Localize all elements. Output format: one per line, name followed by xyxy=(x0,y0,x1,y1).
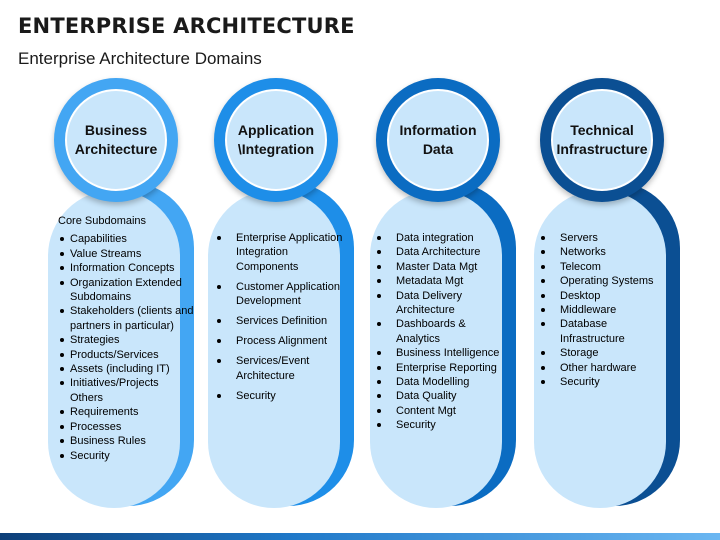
domain-header-ring: Application \Integration xyxy=(214,78,338,202)
subdomain-item: Database Infrastructure xyxy=(538,317,674,346)
core-subdomains-label: Core Subdomains xyxy=(58,215,147,227)
subdomain-item: Servers xyxy=(538,231,674,245)
domain-pill xyxy=(48,190,180,508)
subdomain-item: Data Architecture xyxy=(374,245,510,259)
subdomain-item: Requirements xyxy=(58,405,194,419)
domain-heading-line2: Data xyxy=(422,141,454,157)
subdomain-item: Enterprise Reporting xyxy=(374,361,510,375)
domain-heading-line2: Infrastructure xyxy=(556,141,648,157)
domain-pill xyxy=(208,190,340,508)
domain-heading-line1: Information xyxy=(399,122,477,138)
subdomain-item: Metadata Mgt xyxy=(374,274,510,288)
subdomain-item: Data Delivery Architecture xyxy=(374,289,510,318)
domain-technical-infrastructure: Technical Infrastructure Servers Network… xyxy=(534,78,680,510)
domain-header: Application \Integration xyxy=(225,89,327,191)
domain-pill xyxy=(370,190,502,508)
subdomain-item: Strategies xyxy=(58,333,194,347)
subdomain-item: Networks xyxy=(538,245,674,259)
subdomain-item: Security xyxy=(58,449,194,463)
subdomain-item: Process Alignment xyxy=(214,334,350,348)
subdomain-item: Value Streams xyxy=(58,247,194,261)
domain-heading-line1: Technical xyxy=(570,122,634,138)
domain-pill xyxy=(534,190,666,508)
domain-header-ring: Information Data xyxy=(376,78,500,202)
subdomain-item: Business Intelligence xyxy=(374,346,510,360)
subdomain-item: Desktop xyxy=(538,289,674,303)
subdomain-item: Data integration xyxy=(374,231,510,245)
domain-heading-line1: Application xyxy=(237,122,315,138)
subdomain-item: Information Concepts xyxy=(58,261,194,275)
subdomain-item: Customer Application Development xyxy=(214,280,350,309)
domain-business-architecture: Business Architecture Core Subdomains Ca… xyxy=(48,78,194,510)
subdomain-item: Other hardware xyxy=(538,361,674,375)
subdomain-item: Products/Services xyxy=(58,348,194,362)
subdomain-item: Data Quality xyxy=(374,389,510,403)
subdomain-item: Stakeholders (clients and partners in pa… xyxy=(58,304,194,333)
subdomain-item: Security xyxy=(538,375,674,389)
subdomain-item: Storage xyxy=(538,346,674,360)
domain-header: Business Architecture xyxy=(65,89,167,191)
domain-heading-line1: Business xyxy=(84,122,148,138)
domain-header-ring: Technical Infrastructure xyxy=(540,78,664,202)
page-subtitle: Enterprise Architecture Domains xyxy=(18,49,262,68)
subdomain-item: Services/Event Architecture xyxy=(214,354,350,383)
subdomain-item: Enterprise Application Integration Compo… xyxy=(214,231,350,274)
subdomain-item: Security xyxy=(214,389,350,403)
subdomain-item: Business Rules xyxy=(58,434,194,448)
subdomain-item: Services Definition xyxy=(214,314,350,328)
domain-heading-line2: Architecture xyxy=(74,141,158,157)
domain-header-ring: Business Architecture xyxy=(54,78,178,202)
domain-header: Technical Infrastructure xyxy=(551,89,653,191)
footer-accent-bar xyxy=(0,533,720,540)
subdomain-item: Operating Systems xyxy=(538,274,674,288)
domain-header: Information Data xyxy=(387,89,489,191)
subdomain-item: Middleware xyxy=(538,303,674,317)
subdomain-item: Master Data Mgt xyxy=(374,260,510,274)
page-title: ENTERPRISE ARCHITECTURE xyxy=(18,14,355,38)
subdomain-item: Initiatives/Projects Others xyxy=(58,376,194,405)
subdomain-item: Processes xyxy=(58,420,194,434)
domain-item-list: Enterprise Application Integration Compo… xyxy=(214,231,350,409)
subdomain-item: Assets (including IT) xyxy=(58,362,194,376)
subdomain-item: Organization Extended Subdomains xyxy=(58,276,194,305)
subdomain-item: Telecom xyxy=(538,260,674,274)
subdomain-item: Data Modelling xyxy=(374,375,510,389)
domain-heading-line2: \Integration xyxy=(237,141,315,157)
subdomain-item: Content Mgt xyxy=(374,404,510,418)
subdomain-list: Enterprise Application Integration Compo… xyxy=(214,231,350,403)
subdomain-item: Capabilities xyxy=(58,232,194,246)
domain-application-integration: Application \Integration Enterprise Appl… xyxy=(208,78,354,510)
subdomain-item: Security xyxy=(374,418,510,432)
subdomain-item: Dashboards & Analytics xyxy=(374,317,510,346)
